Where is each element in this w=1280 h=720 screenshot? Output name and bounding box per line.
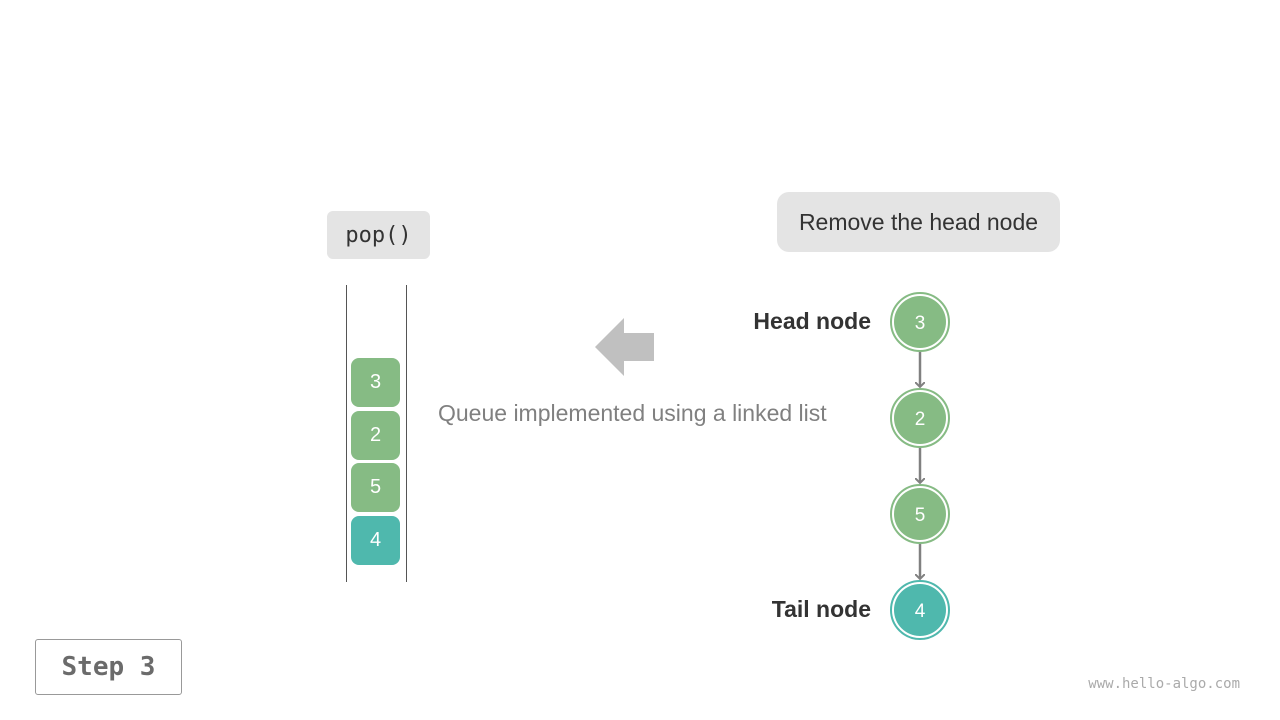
list-node-value: 3 — [915, 313, 926, 334]
queue-item: 3 — [351, 358, 400, 407]
list-node-value: 2 — [915, 409, 926, 430]
queue-item: 5 — [351, 463, 400, 512]
queue-item: 2 — [351, 411, 400, 460]
list-node-value: 5 — [915, 505, 926, 526]
watermark: www.hello-algo.com — [1088, 676, 1240, 692]
tail-node-label: Tail node — [771, 596, 871, 622]
description-label: Remove the head node — [777, 192, 1060, 252]
list-node: 2 — [890, 388, 950, 448]
left-arrow-icon — [595, 318, 654, 376]
list-node-value: 4 — [915, 601, 926, 622]
list-node: 3 — [890, 292, 950, 352]
list-node: 4 — [890, 580, 950, 640]
operation-label: pop() — [327, 211, 430, 259]
head-node-label: Head node — [753, 308, 871, 334]
queue-item: 4 — [351, 516, 400, 565]
queue-left-wall — [346, 285, 347, 582]
list-node: 5 — [890, 484, 950, 544]
queue-right-wall — [406, 285, 407, 582]
queue-caption: Queue implemented using a linked list — [438, 400, 827, 426]
step-indicator: Step 3 — [35, 639, 182, 695]
